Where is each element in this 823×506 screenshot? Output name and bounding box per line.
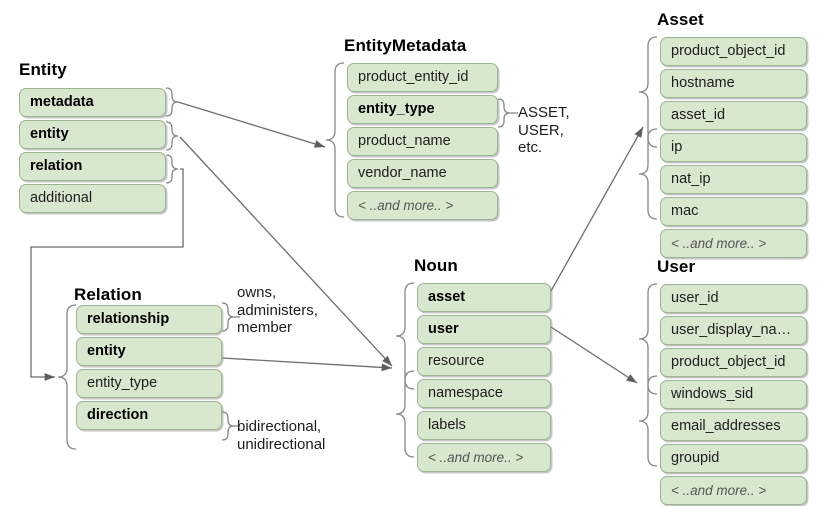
brace-entity-type-values bbox=[497, 98, 511, 128]
group-title-asset: Asset bbox=[657, 10, 704, 29]
annotation-direction-values: bidirectional, unidirectional bbox=[237, 418, 326, 453]
field-list-entitymetadata: product_entity_id entity_type product_na… bbox=[347, 63, 498, 220]
brace-asset-group-upper bbox=[638, 36, 658, 148]
field-relation-entity-type[interactable]: entity_type bbox=[76, 369, 222, 398]
field-asset-product-object-id[interactable]: product_object_id bbox=[660, 37, 807, 66]
field-relation-direction[interactable]: direction bbox=[76, 401, 222, 430]
brace-asset-group-lower bbox=[638, 128, 658, 220]
field-relation-entity[interactable]: entity bbox=[76, 337, 222, 366]
field-asset-nat-ip[interactable]: nat_ip bbox=[660, 165, 807, 194]
brace-user-group-lower bbox=[638, 375, 658, 467]
annotation-relationship-values: owns, administers, member bbox=[237, 284, 318, 336]
field-noun-user[interactable]: user bbox=[417, 315, 551, 344]
wire-relation-entity-to-noun bbox=[221, 357, 393, 372]
brace-entitymetadata-group bbox=[325, 62, 345, 218]
wire-metadata-to-entitymetadata bbox=[177, 101, 326, 148]
field-asset-mac[interactable]: mac bbox=[660, 197, 807, 226]
field-list-asset: product_object_id hostname asset_id ip n… bbox=[660, 37, 807, 258]
annotation-entity-type-values: ASSET, USER, etc. bbox=[518, 104, 570, 156]
field-user-product-object-id[interactable]: product_object_id bbox=[660, 348, 807, 377]
field-user-email-addresses[interactable]: email_addresses bbox=[660, 412, 807, 441]
brace-entity-entity bbox=[165, 121, 179, 151]
field-user-windows-sid[interactable]: windows_sid bbox=[660, 380, 807, 409]
group-title-entity: Entity bbox=[19, 60, 67, 79]
field-em-product-entity-id[interactable]: product_entity_id bbox=[347, 63, 498, 92]
brace-entity-relation bbox=[165, 154, 179, 184]
group-title-noun: Noun bbox=[414, 256, 458, 275]
field-list-noun: asset user resource namespace labels < .… bbox=[417, 283, 551, 472]
field-noun-resource[interactable]: resource bbox=[417, 347, 551, 376]
group-title-user: User bbox=[657, 257, 696, 276]
brace-relationship-values bbox=[221, 302, 235, 332]
field-list-entity: metadata entity relation additional bbox=[19, 88, 166, 213]
brace-noun-group-lower bbox=[395, 370, 415, 458]
field-noun-asset[interactable]: asset bbox=[417, 283, 551, 312]
field-asset-asset-id[interactable]: asset_id bbox=[660, 101, 807, 130]
field-user-user-id[interactable]: user_id bbox=[660, 284, 807, 313]
field-entity-relation[interactable]: relation bbox=[19, 152, 166, 181]
field-user-user-display-name[interactable]: user_display_name bbox=[660, 316, 807, 345]
field-asset-hostname[interactable]: hostname bbox=[660, 69, 807, 98]
brace-user-group-upper bbox=[638, 283, 658, 395]
field-em-vendor-name[interactable]: vendor_name bbox=[347, 159, 498, 188]
field-em-and-more[interactable]: < ..and more.. > bbox=[347, 191, 498, 220]
group-title-entitymetadata: EntityMetadata bbox=[344, 36, 467, 55]
field-relation-relationship[interactable]: relationship bbox=[76, 305, 222, 334]
field-entity-entity[interactable]: entity bbox=[19, 120, 166, 149]
field-list-relation: relationship entity entity_type directio… bbox=[76, 305, 222, 430]
field-user-and-more[interactable]: < ..and more.. > bbox=[660, 476, 807, 505]
field-noun-namespace[interactable]: namespace bbox=[417, 379, 551, 408]
field-asset-ip[interactable]: ip bbox=[660, 133, 807, 162]
field-noun-and-more[interactable]: < ..and more.. > bbox=[417, 443, 551, 472]
field-user-groupid[interactable]: groupid bbox=[660, 444, 807, 473]
brace-noun-group-upper bbox=[395, 282, 415, 390]
field-em-entity-type[interactable]: entity_type bbox=[347, 95, 498, 124]
field-noun-labels[interactable]: labels bbox=[417, 411, 551, 440]
brace-relation-group bbox=[57, 304, 77, 450]
field-asset-and-more[interactable]: < ..and more.. > bbox=[660, 229, 807, 258]
field-em-product-name[interactable]: product_name bbox=[347, 127, 498, 156]
group-title-relation: Relation bbox=[74, 285, 142, 304]
brace-direction-values bbox=[221, 411, 235, 441]
field-entity-metadata[interactable]: metadata bbox=[19, 88, 166, 117]
field-list-user: user_id user_display_name product_object… bbox=[660, 284, 807, 505]
brace-entity-metadata bbox=[165, 87, 179, 117]
field-entity-additional[interactable]: additional bbox=[19, 184, 166, 213]
wire-noun-user-to-user bbox=[550, 326, 638, 384]
